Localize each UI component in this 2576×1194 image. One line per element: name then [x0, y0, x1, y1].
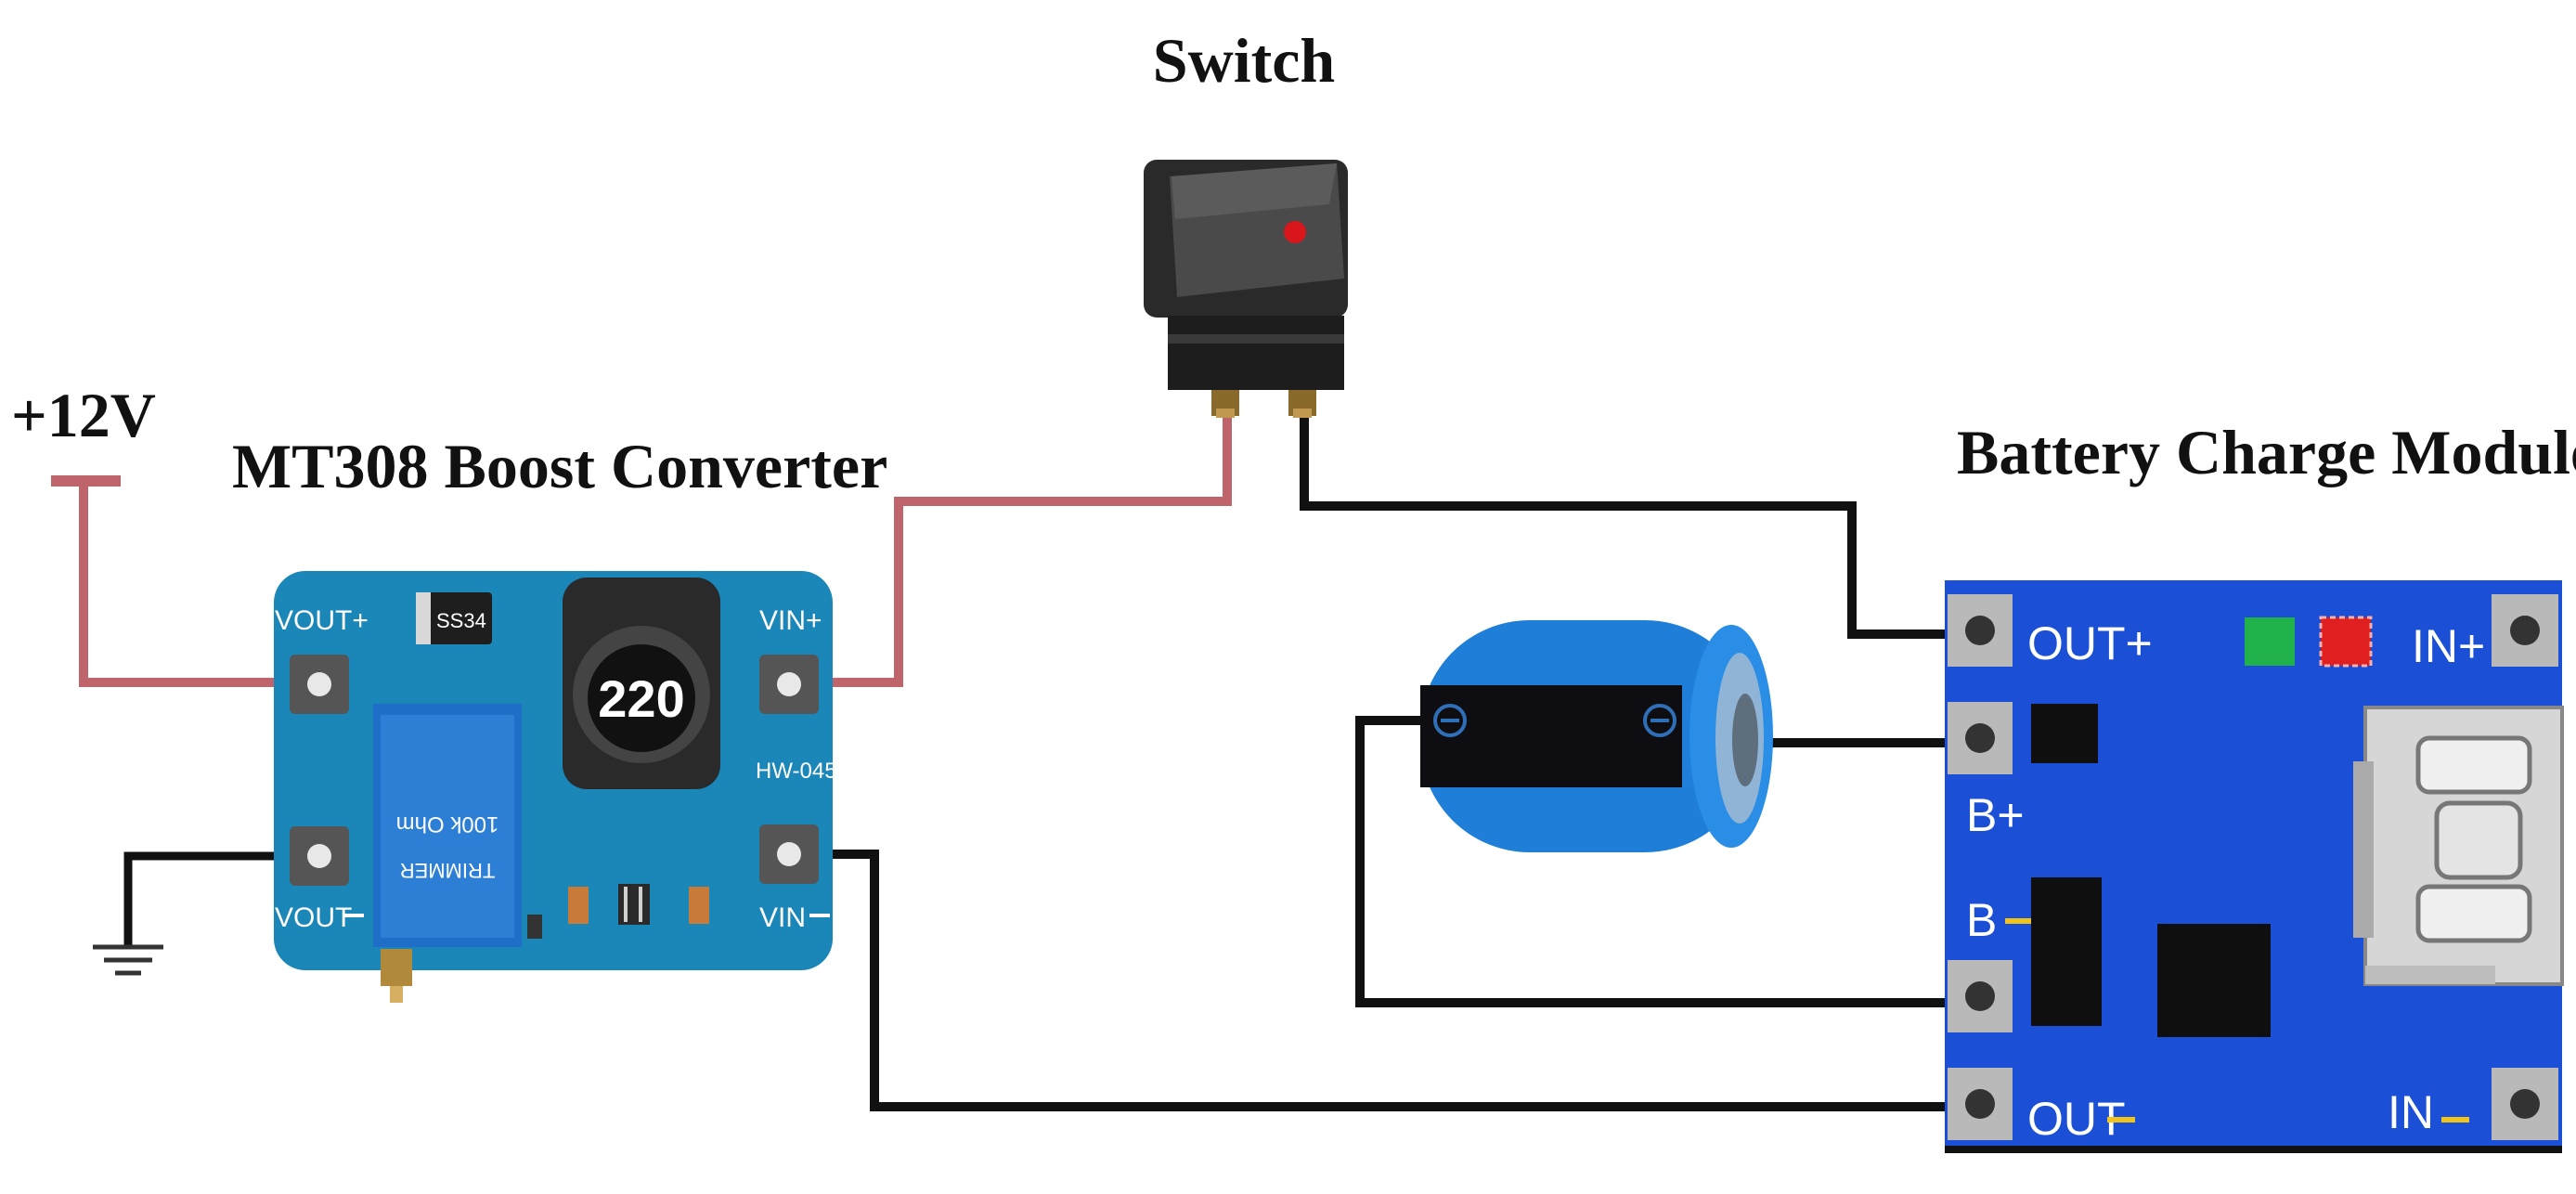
boost-converter-title: MT308 Boost Converter: [232, 431, 887, 501]
out-plus-label: OUT+: [2027, 617, 2153, 669]
vout-minus-label: VOUT: [275, 902, 352, 933]
ground-wire: [123, 851, 316, 945]
chip-charger: [2157, 924, 2271, 1037]
inductor-label: 220: [598, 669, 684, 728]
switch-to-out-plus-wire: [1300, 409, 1982, 639]
b-minus-label: B: [1966, 894, 1997, 946]
vin-plus-to-switch-wire: [791, 409, 1232, 687]
diode-component: [416, 592, 492, 644]
switch-title: Switch: [1153, 25, 1335, 96]
in-minus-label: IN: [2388, 1086, 2434, 1138]
battery-wrap-band: [1420, 685, 1682, 787]
charge-module-title: Battery Charge Module: [1957, 417, 2576, 487]
b-plus-label: B+: [1966, 789, 2025, 841]
battery-minus-wire: [1355, 716, 1982, 1007]
chip-small: [2031, 704, 2098, 763]
ground-icon: [93, 944, 163, 976]
vin-plus-label: VIN+: [759, 605, 822, 636]
supply-voltage-label: +12V: [11, 380, 156, 450]
trimmer-value-label: 100k Ohm: [396, 811, 499, 837]
boost-converter-board: VOUT+ VOUT VIN+ VIN HW-045 SS34 220 100k…: [274, 571, 837, 1003]
battery-cell: [1420, 620, 1773, 852]
red-led-icon: [2319, 616, 2373, 668]
diode-label: SS34: [436, 609, 486, 632]
vin-minus-to-out-minus-wire: [791, 850, 1982, 1111]
green-led-icon: [2245, 617, 2295, 666]
chip-protection: [2031, 877, 2102, 1026]
rocker-switch: [1144, 160, 1348, 418]
supply-wire: [79, 481, 316, 687]
vin-minus-label: VIN: [759, 902, 806, 933]
in-plus-label: IN+: [2412, 620, 2485, 672]
usb-port-icon: [2353, 706, 2564, 986]
charge-module-board: OUT+ B+ B OUT IN+ IN: [1945, 580, 2564, 1153]
switch-indicator-icon: [1284, 221, 1306, 243]
vout-plus-label: VOUT+: [275, 605, 369, 636]
board-model-label: HW-045: [756, 759, 837, 784]
trimmer-name-label: TRIMMER: [400, 859, 496, 882]
